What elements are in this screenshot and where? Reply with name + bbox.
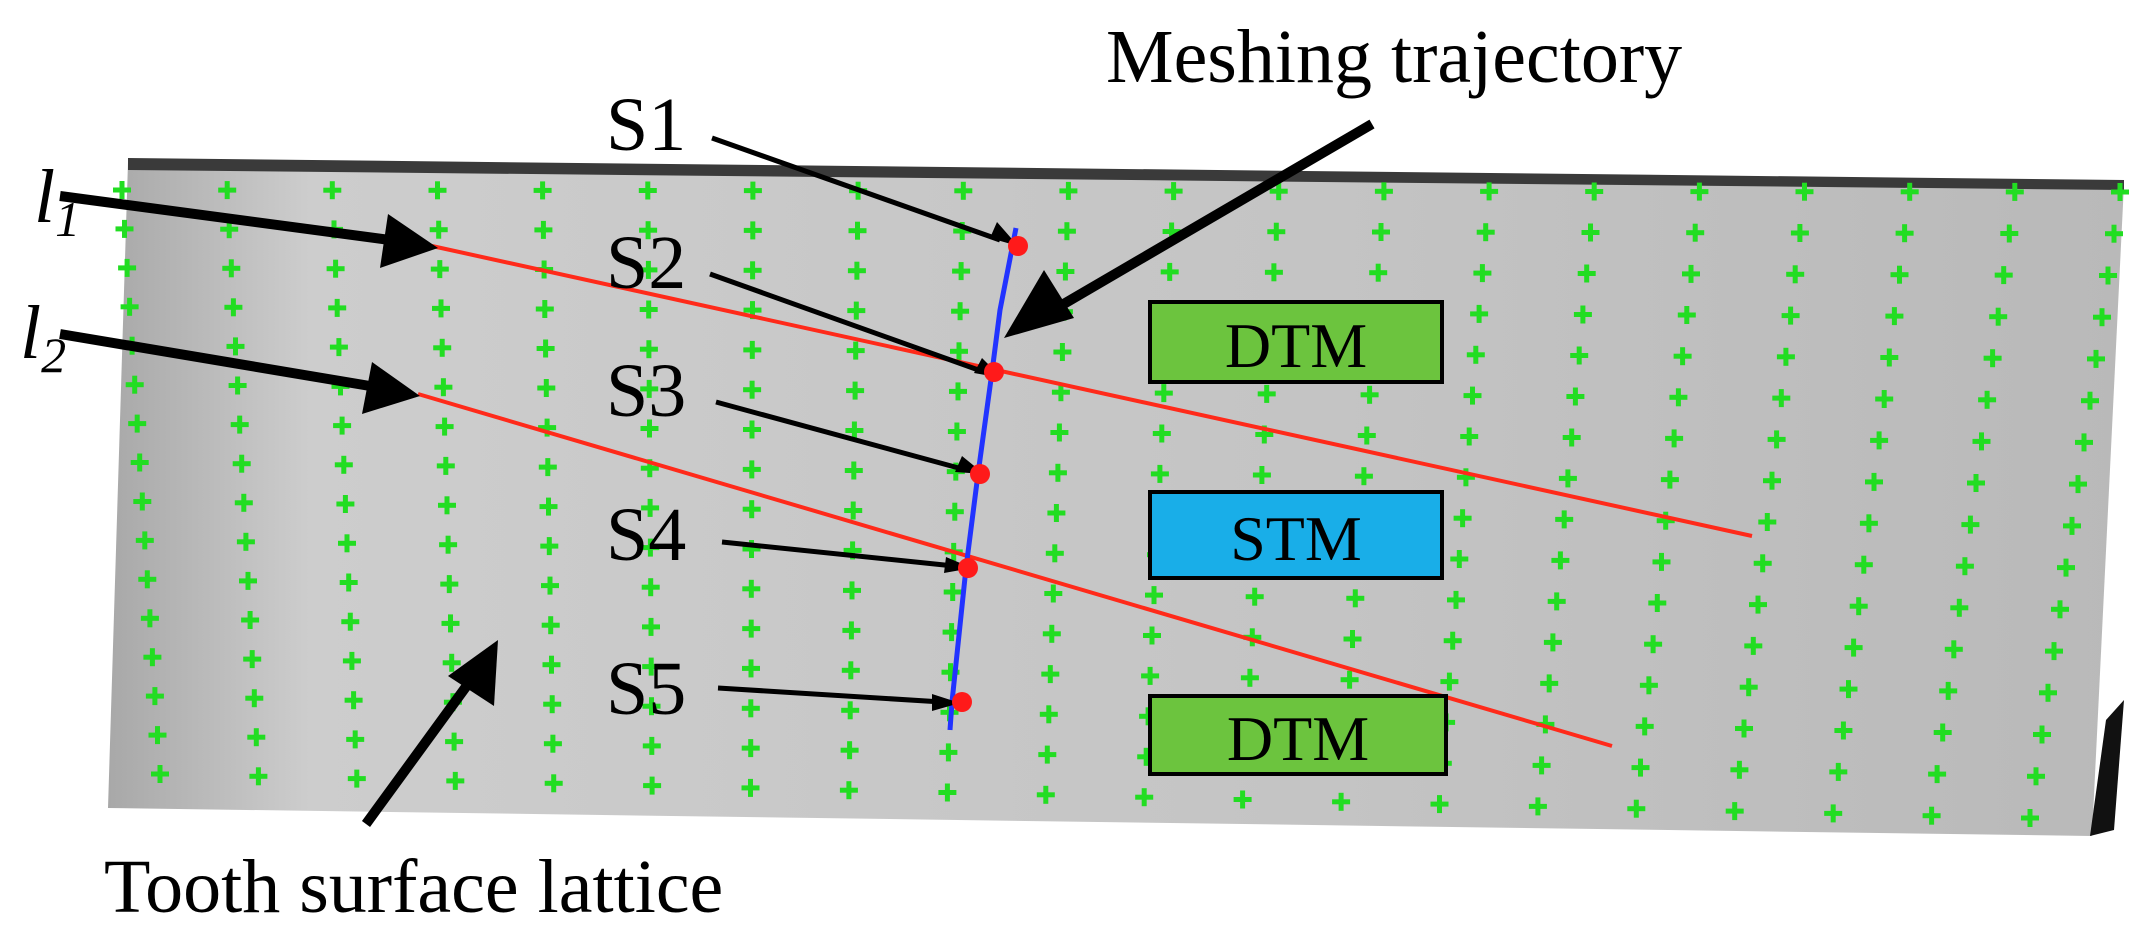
label-s3: S3	[606, 349, 686, 433]
point-s2	[984, 362, 1004, 382]
tooth-surface-lattice-label: Tooth surface lattice	[104, 845, 723, 929]
arrow-s4	[721, 539, 955, 569]
point-s4	[958, 558, 978, 578]
label-l1: l1	[34, 155, 80, 247]
tooth-top-edge	[128, 158, 2124, 190]
label-l2: l2	[20, 291, 66, 383]
arrow-s5	[717, 685, 943, 705]
arrow-s1	[711, 135, 1001, 243]
label-s5: S5	[606, 647, 686, 731]
arrow-l1-head	[380, 214, 438, 268]
dtm-box-top	[1148, 300, 1444, 384]
label-s1: S1	[606, 83, 686, 167]
arrow-s2	[709, 271, 985, 375]
arrow-meshing-trajectory-head	[1004, 270, 1074, 338]
arrow-lattice-head	[448, 640, 498, 706]
stm-box	[1148, 490, 1444, 580]
point-s1	[1008, 236, 1028, 256]
contact-points	[952, 236, 1028, 712]
tooth-right-edge	[2090, 700, 2124, 836]
label-s2: S2	[606, 221, 686, 305]
arrow-s5-head	[932, 694, 960, 711]
arrow-l2-head	[362, 362, 420, 414]
contact-line-l2	[417, 392, 1613, 748]
tooth-surface	[108, 162, 2124, 836]
dtm-box-bottom	[1148, 694, 1448, 776]
arrow-lattice	[361, 681, 473, 827]
arrow-s3	[715, 399, 967, 473]
line-pointer-arrows	[59, 191, 438, 414]
contact-line-l1	[431, 244, 1753, 538]
label-s4: S4	[606, 493, 686, 577]
arrow-l1	[59, 191, 391, 245]
stm-label: STM	[1230, 503, 1362, 574]
meshing-trajectory-label: Meshing trajectory	[1106, 15, 1682, 99]
arrow-l2	[59, 329, 371, 391]
point-s3	[970, 464, 990, 484]
dtm-label-top: DTM	[1225, 310, 1367, 381]
arrow-meshing-trajectory	[1047, 119, 1375, 317]
dtm-label-bottom: DTM	[1227, 703, 1369, 774]
point-s5	[952, 692, 972, 712]
